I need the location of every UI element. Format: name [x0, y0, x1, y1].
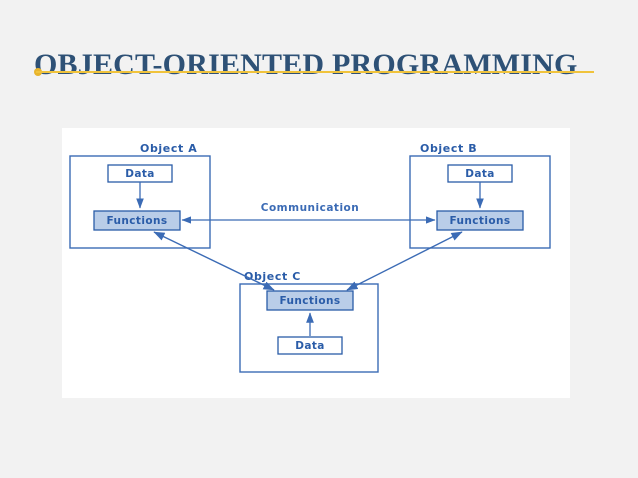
object-b-data-label: Data [465, 168, 495, 180]
page-title: OBJECT-ORIENTED PROGRAMMING [34, 48, 578, 82]
object-c-title: Object C [244, 270, 301, 283]
diagram-image-panel: Object A Data Functions Object B Data [62, 128, 570, 398]
object-communication-diagram: Object A Data Functions Object B Data [62, 128, 570, 398]
object-b-functions-label: Functions [450, 215, 511, 227]
object-a-data-label: Data [125, 168, 155, 180]
object-b-functions-box [436, 210, 524, 231]
object-c-boundary [239, 283, 379, 373]
object-a-boundary [69, 155, 211, 249]
object-b-boundary [409, 155, 551, 249]
object-c-data-box [277, 336, 343, 355]
link-b-c-arrow [346, 231, 463, 291]
object-c-data-label: Data [295, 340, 325, 352]
link-a-c-arrow [153, 231, 275, 291]
object-a-functions-label: Functions [107, 215, 168, 227]
communication-label: Communication [261, 202, 359, 214]
object-b-group: Object B Data Functions [409, 142, 551, 249]
communication-links: Communication [153, 202, 463, 291]
object-c-functions-label: Functions [280, 295, 341, 307]
object-b-title: Object B [420, 142, 477, 155]
object-c-functions-box [266, 290, 354, 311]
title-divider [36, 71, 594, 73]
object-a-title: Object A [140, 142, 197, 155]
object-a-functions-box [93, 210, 181, 231]
object-a-group: Object A Data Functions [69, 142, 211, 249]
